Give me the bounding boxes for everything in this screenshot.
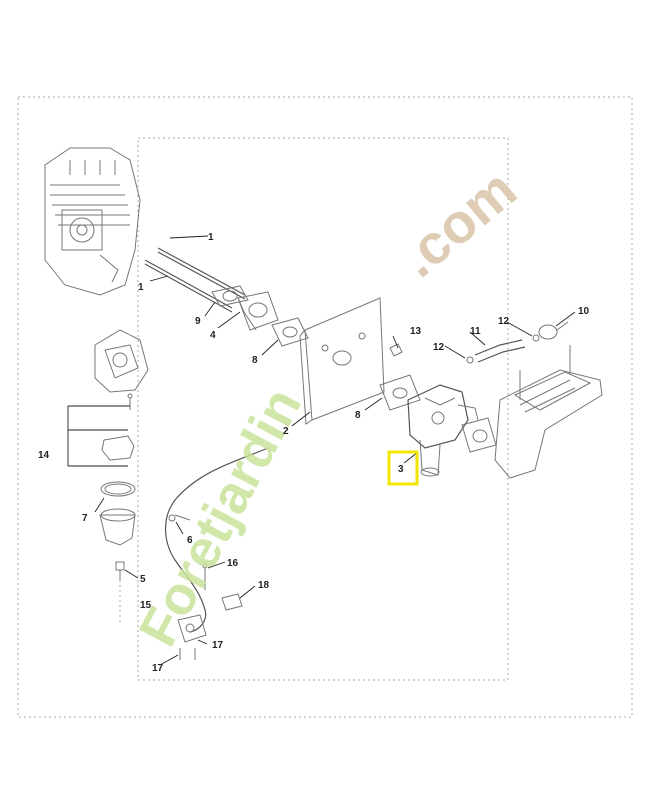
- callout-17b: 17: [212, 640, 224, 651]
- callout-15: 15: [140, 600, 152, 611]
- gasket-8-right: [379, 374, 421, 411]
- spacer-4: [237, 291, 279, 331]
- solenoid-18: [221, 593, 243, 611]
- carburetor-3: [407, 384, 479, 477]
- callout-16: 16: [227, 558, 239, 569]
- cables: [164, 447, 269, 633]
- watermark-text: Foretjardin: [128, 378, 313, 655]
- callout-7: 7: [82, 513, 88, 524]
- svg-text:.com: .com: [387, 157, 528, 289]
- kit-14: [67, 393, 135, 467]
- callout-1a: 1: [208, 232, 214, 243]
- callout-13: 13: [410, 326, 422, 337]
- svg-text:Foretjardin: Foretjardin: [128, 378, 313, 655]
- callout-14: 14: [38, 450, 50, 461]
- air-cleaner-base: [494, 345, 603, 479]
- gasket-8-left: [271, 317, 309, 347]
- highlight-box: [387, 450, 419, 486]
- callout-12a: 12: [498, 316, 510, 327]
- callout-8b: 8: [355, 410, 361, 421]
- carb-reference: [94, 329, 149, 393]
- bowl-7: [99, 481, 136, 546]
- drain-screw: [115, 561, 125, 625]
- breather-parts: [466, 321, 569, 364]
- inner-frame: [137, 137, 509, 681]
- callout-1b: 1: [138, 282, 144, 293]
- callout-18: 18: [258, 580, 270, 591]
- callout-5: 5: [140, 574, 146, 585]
- callout-10: 10: [578, 306, 590, 317]
- callout-12b: 12: [433, 342, 445, 353]
- callout-6: 6: [187, 535, 193, 546]
- callout-9: 9: [195, 316, 201, 327]
- studs: [144, 247, 246, 313]
- bracket-17: [177, 614, 207, 660]
- cylinder-head: [44, 147, 141, 296]
- callout-2: 2: [283, 426, 289, 437]
- outer-frame: [17, 96, 633, 718]
- bolt-13: [389, 343, 403, 357]
- gasket-intake: [461, 417, 497, 453]
- callout-8a: 8: [252, 355, 258, 366]
- callout-3: 3: [398, 464, 404, 475]
- watermark-suffix: .com: [387, 157, 528, 289]
- callouts: 1 1 2 3 4 5 6 7 8 8 9 10 11 12 12 13 14 …: [38, 232, 590, 674]
- callout-4: 4: [210, 330, 216, 341]
- callout-17a: 17: [152, 663, 164, 674]
- callout-11: 11: [470, 326, 481, 337]
- gasket-9: [211, 285, 249, 307]
- leader-lines: [94, 235, 576, 666]
- plate-2: [299, 297, 385, 425]
